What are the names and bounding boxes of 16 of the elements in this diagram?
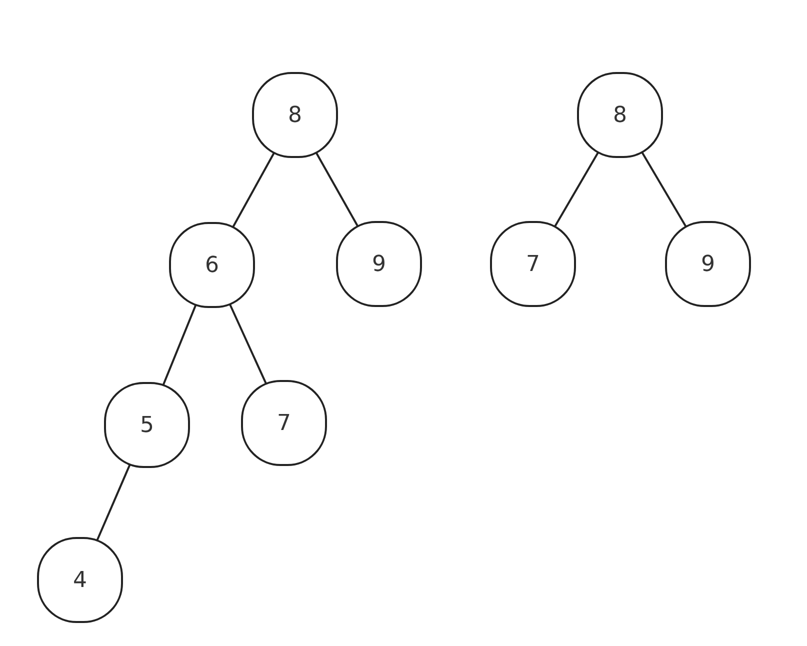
node-value: 7 bbox=[526, 252, 540, 276]
tree-edge bbox=[315, 152, 359, 228]
node-value: 8 bbox=[613, 102, 627, 128]
node-value: 5 bbox=[140, 412, 154, 438]
node-value: 7 bbox=[277, 410, 291, 436]
tree-edge bbox=[554, 152, 600, 228]
tree-edge bbox=[162, 304, 197, 386]
node-value: 8 bbox=[288, 102, 302, 128]
node-value: 4 bbox=[73, 568, 87, 592]
tree-edge bbox=[641, 152, 687, 228]
node-value: 6 bbox=[205, 252, 219, 278]
node-value: 9 bbox=[372, 252, 386, 276]
tree-edge bbox=[228, 304, 268, 384]
tree-edge bbox=[232, 152, 276, 228]
node-value: 9 bbox=[701, 252, 715, 276]
tree-edge bbox=[96, 464, 131, 541]
